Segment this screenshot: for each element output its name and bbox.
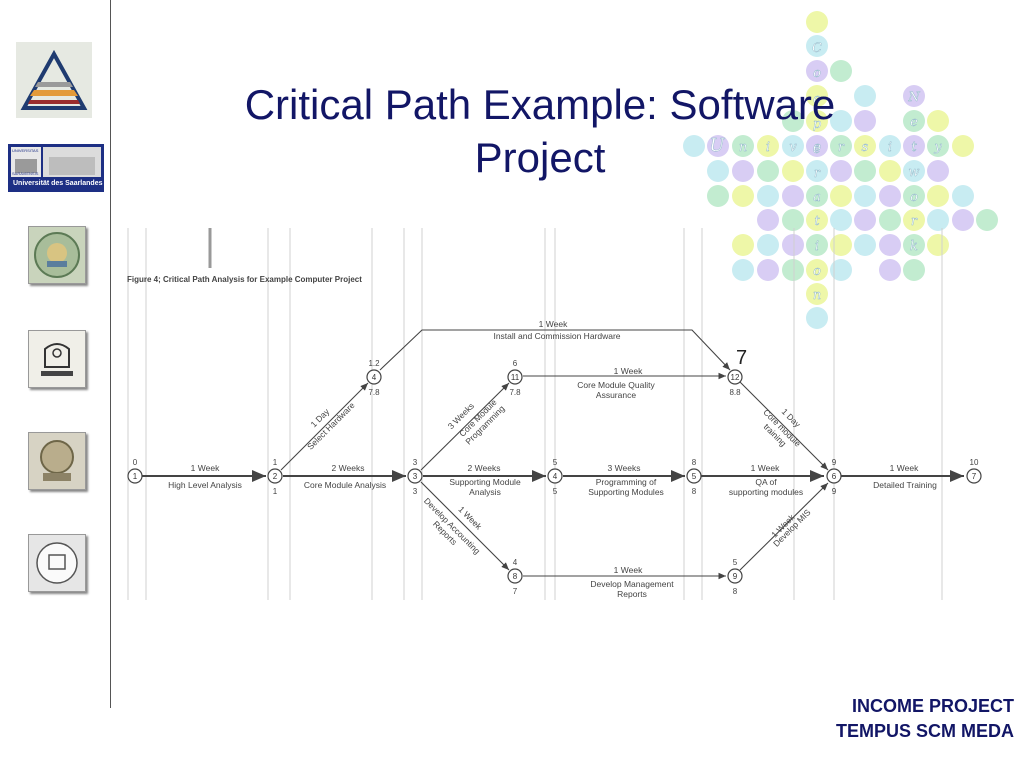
activity-duration: 3 Weeks: [608, 463, 641, 473]
event-earliest-time: 8: [692, 458, 697, 467]
activity-duration: 2 Weeks: [468, 463, 501, 473]
event-node-id: 1: [133, 472, 138, 481]
event-latest-time: 5: [553, 487, 558, 496]
activity-name: Core Module Analysis: [304, 480, 386, 490]
critical-path-marker: 7: [736, 347, 747, 369]
event-node-id: 5: [692, 472, 697, 481]
event-earliest-time: 6: [513, 359, 518, 368]
event-latest-time: 9: [832, 487, 837, 496]
event-earliest-time: 3: [413, 458, 418, 467]
activity-name: QA ofsupporting modules: [729, 477, 803, 497]
event-earliest-time: 10: [970, 458, 979, 467]
event-earliest-time: 5: [553, 458, 558, 467]
event-node-id: 12: [731, 373, 740, 382]
event-latest-time: 8.8: [729, 388, 741, 397]
event-earliest-time: 9: [832, 458, 837, 467]
event-node-id: 7: [972, 472, 977, 481]
event-node-id: 3: [413, 472, 418, 481]
event-node-id: 4: [372, 373, 377, 382]
activity-duration: 1 Week: [539, 319, 568, 329]
event-node-id: 8: [513, 572, 518, 581]
event-latest-time: 8: [692, 487, 697, 496]
activity-name: Core ModuleProgramming: [456, 396, 506, 446]
activity-duration: 1 Week: [614, 366, 643, 376]
event-latest-time: 7: [513, 587, 518, 596]
event-latest-time: 1: [273, 487, 278, 496]
activity-name: High Level Analysis: [168, 480, 242, 490]
event-latest-time: 7.8: [368, 388, 380, 397]
activity-duration: 2 Weeks: [332, 463, 365, 473]
footer-line-1: INCOME PROJECT: [836, 694, 1014, 719]
event-earliest-time: 1: [273, 458, 278, 467]
event-node-id: 11: [511, 373, 520, 382]
event-latest-time: 7.8: [509, 388, 521, 397]
activity-duration: 1 Week: [890, 463, 919, 473]
footer: INCOME PROJECT TEMPUS SCM MEDA: [836, 694, 1014, 744]
footer-line-2: TEMPUS SCM MEDA: [836, 719, 1014, 744]
event-node-id: 6: [832, 472, 837, 481]
event-latest-time: 8: [733, 587, 738, 596]
activity-name: Programming ofSupporting Modules: [588, 477, 664, 497]
event-latest-time: 3: [413, 487, 418, 496]
event-node-id: 9: [733, 572, 738, 581]
activity-duration: 1 Week: [191, 463, 220, 473]
activity-duration: 1 Week: [751, 463, 780, 473]
event-node-id: 2: [273, 472, 278, 481]
event-earliest-time: 1.2: [368, 359, 380, 368]
activity-name: Install and Commission Hardware: [493, 331, 620, 341]
event-earliest-time: 4: [513, 558, 518, 567]
activity-arrows: [142, 330, 964, 576]
activity-duration: 1 Week: [614, 565, 643, 575]
event-node-id: 4: [553, 472, 558, 481]
event-earliest-time: 0: [133, 458, 138, 467]
event-earliest-time: 5: [733, 558, 738, 567]
figure-caption: Figure 4; Critical Path Analysis for Exa…: [127, 275, 362, 284]
activity-name: Develop AccountingReports: [415, 496, 482, 563]
activity-name: Detailed Training: [873, 480, 937, 490]
